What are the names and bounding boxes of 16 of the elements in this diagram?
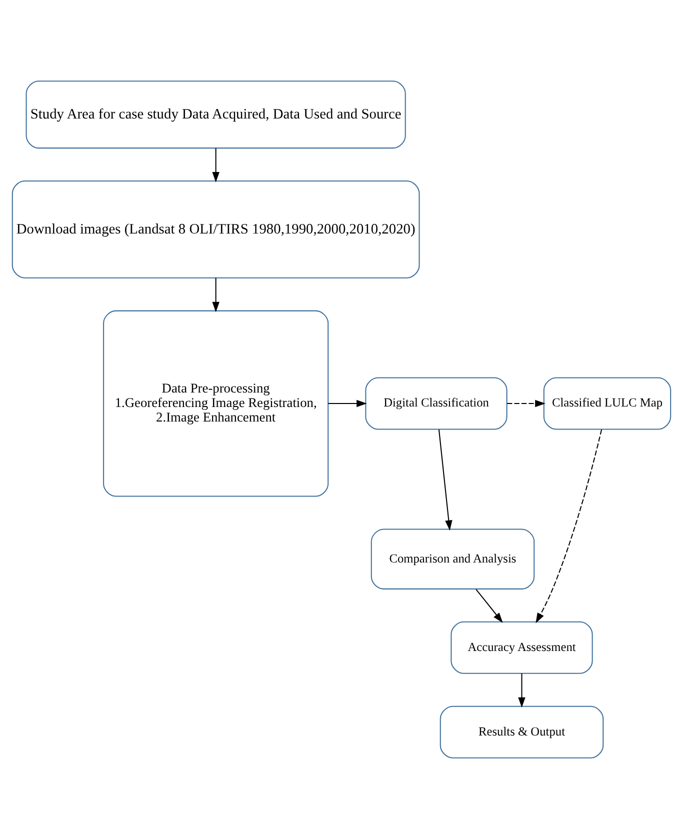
node-box: Study Area for case study Data Acquired, Data Used and Source (26, 80, 406, 149)
node-box: Accuracy Assessment (450, 621, 593, 674)
node-box: Classified LULC Map (543, 377, 672, 430)
arrow (328, 400, 367, 408)
arrow (507, 400, 546, 408)
arrow (212, 148, 220, 182)
node-box: Download images (Landsat 8 OLI/TIRS 1980,1990,2000,2010,2020) (12, 180, 420, 278)
node-box: Comparison and Analysis (370, 528, 535, 590)
arrow (212, 278, 220, 312)
node-box: Digital Classification (365, 377, 508, 430)
arrow (476, 589, 503, 623)
arrow (536, 429, 602, 624)
arrow (518, 673, 526, 708)
arrow (438, 430, 452, 531)
node-box: Results & Output (440, 706, 604, 758)
node-box: Data Pre-processing 1.Georeferencing Image Registration, 2.Image Enhancement (103, 310, 329, 497)
